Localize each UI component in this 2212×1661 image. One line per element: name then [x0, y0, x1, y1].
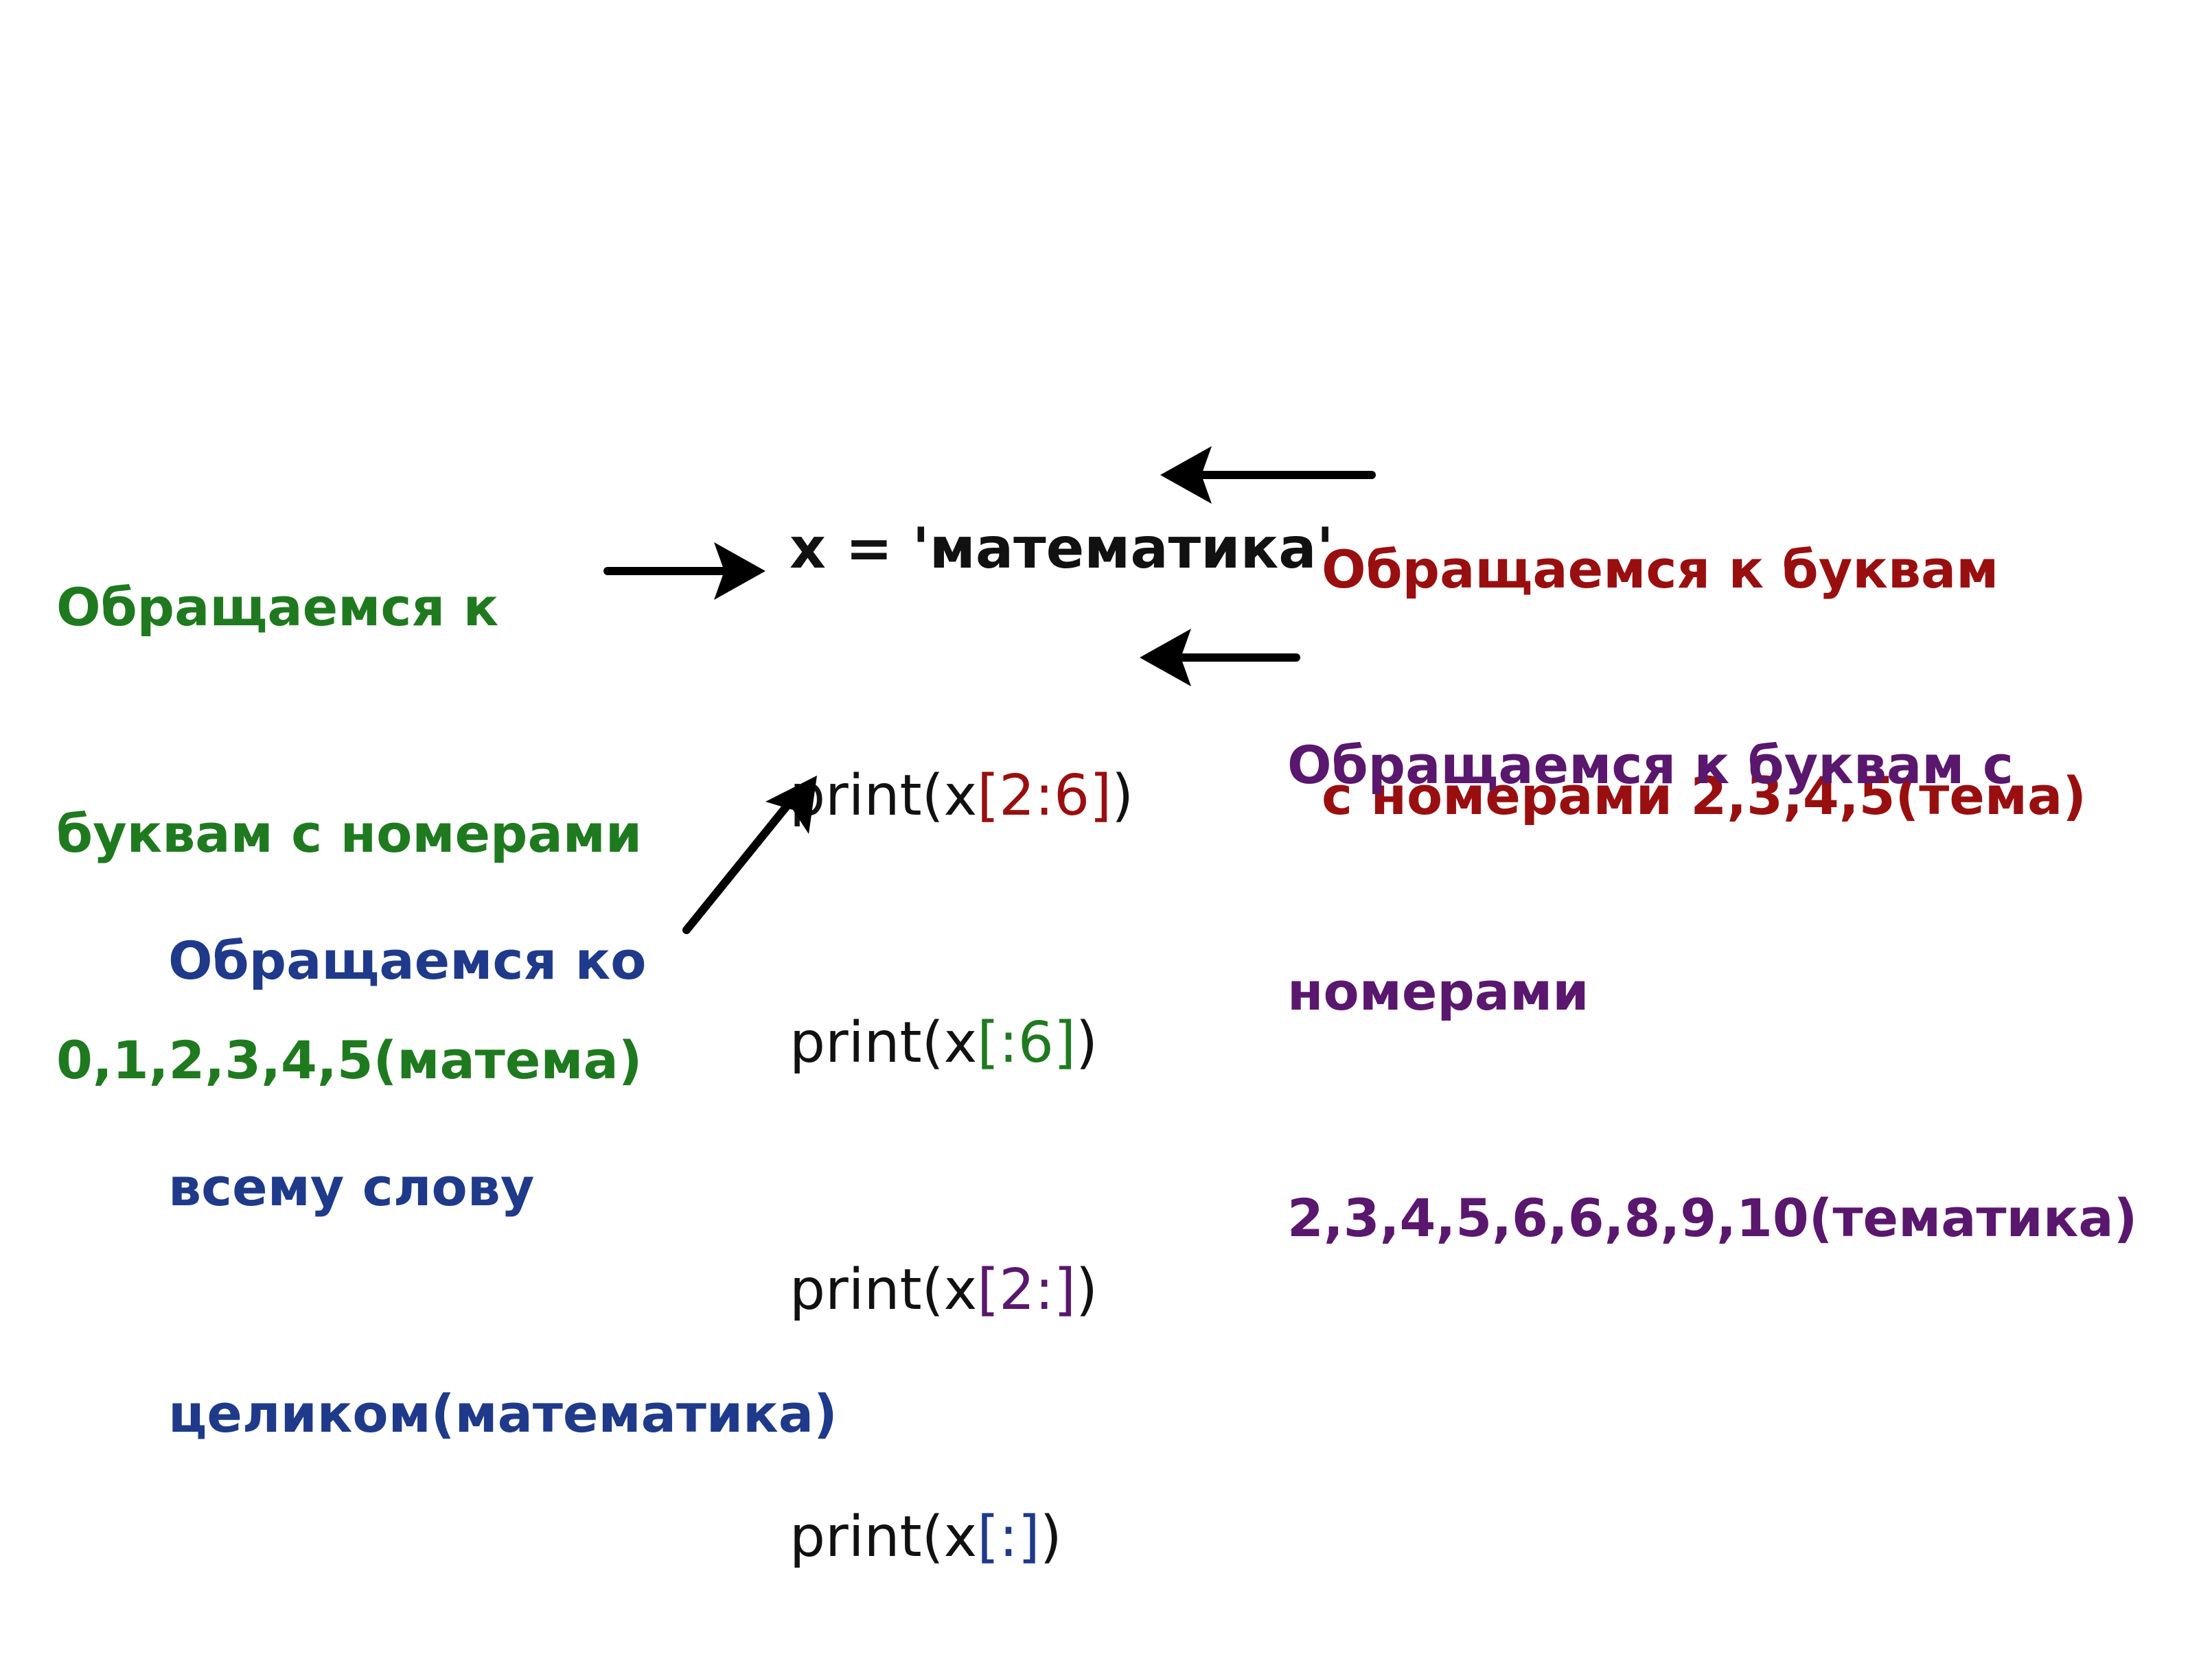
- note-blue-slice-all: Обращаемся ко всему слову целиком(матема…: [168, 772, 838, 1527]
- note-line: с номерами 2,3,4,5(тема): [1322, 765, 2087, 826]
- note-line: номерами: [1287, 961, 1589, 1022]
- note-line: Обращаемся к буквам с: [1287, 734, 2014, 795]
- note-green-slice-to-6: Обращаемся к буквам с номерами 0,1,2,3,4…: [56, 419, 643, 1174]
- note-line: Обращаемся ко: [168, 930, 647, 991]
- note-line: 2,3,4,5,6,6,8,9,10(тематика): [1287, 1187, 2138, 1248]
- code-suffix: ): [1039, 1505, 1062, 1570]
- code-slice: [:]: [977, 1505, 1040, 1570]
- note-line: всему слову: [168, 1157, 535, 1218]
- note-line: целиком(математика): [168, 1383, 838, 1444]
- note-line: 0,1,2,3,4,5(матема): [56, 1030, 643, 1091]
- code-line-assignment: x = 'математика': [790, 516, 1334, 581]
- code-suffix: ): [1075, 1010, 1098, 1076]
- note-red-slice-2-6: Обращаемся к буквам с номерами 2,3,4,5(т…: [1322, 381, 2086, 909]
- code-prefix: print(x: [790, 763, 978, 828]
- code-prefix: print(x: [790, 1257, 978, 1323]
- code-block: x = 'математика' print(x[2:6]) print(x[:…: [790, 343, 1334, 1661]
- note-line: буквам с номерами: [56, 803, 643, 864]
- code-line-slice-from-2: print(x[2:]): [790, 1249, 1334, 1332]
- code-line-slice-2-6: print(x[2:6]): [790, 755, 1334, 837]
- code-line-slice-all: print(x[:]): [790, 1496, 1334, 1579]
- code-suffix: ): [1111, 763, 1134, 828]
- note-purple-slice-from-2: Обращаемся к буквам с номерами 2,3,4,5,6…: [1287, 577, 2137, 1332]
- note-line: Обращаемся к буквам: [1322, 539, 1999, 600]
- code-slice: [2:6]: [977, 763, 1112, 828]
- code-slice: [2:]: [977, 1257, 1076, 1323]
- code-suffix: ): [1075, 1257, 1098, 1323]
- code-prefix: print(x: [790, 1010, 978, 1076]
- note-line: Обращаемся к: [56, 577, 499, 638]
- code-slice: [:6]: [977, 1010, 1076, 1076]
- code-line-slice-to-6: print(x[:6]): [790, 1002, 1334, 1084]
